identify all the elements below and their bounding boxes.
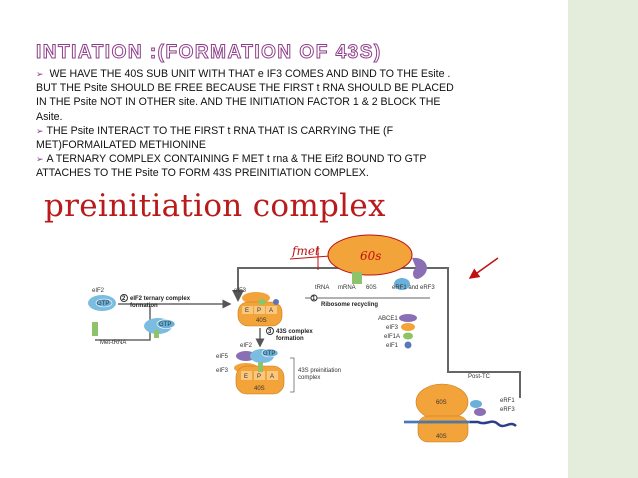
met-trna-shape	[92, 322, 98, 336]
ternary-trna	[154, 330, 159, 338]
trna-stalk	[352, 272, 362, 284]
eif1-factor	[404, 341, 412, 349]
abce1-label: ABCE1	[378, 316, 398, 322]
eif3-right-label: eIF3	[386, 325, 399, 331]
step-1-number: 1	[312, 296, 316, 302]
bullet-text-1: WE HAVE THE 40S SUB UNIT WITH THAT e IF3…	[36, 68, 454, 123]
60s-label: 60S	[366, 285, 377, 291]
a-site-complex-label: A	[270, 374, 274, 380]
gtp-complex	[261, 348, 279, 358]
step-2-text2: formation	[130, 303, 158, 309]
60s-post-tc-label: 60S	[436, 400, 447, 406]
a-site-top	[266, 306, 277, 314]
pre43s-label2: complex	[298, 375, 320, 381]
fmet-annotation: fmet	[291, 244, 320, 258]
step-1-marker	[310, 294, 318, 302]
side-stripe	[568, 0, 638, 478]
e-site-top	[242, 306, 253, 314]
60s-subunit-top	[327, 234, 413, 276]
complex-trna	[258, 362, 263, 372]
bullet-arrow-icon: ➢	[36, 69, 44, 79]
erf-label: eRF1 and eRF3	[392, 285, 435, 291]
abce1-factor	[399, 314, 417, 322]
bullet-text-3: A TERNARY COMPLEX CONTAINING F MET t rna…	[36, 153, 427, 180]
pre43s-label: 43S preinitiation	[298, 368, 341, 374]
60s-annotation: 60s	[360, 249, 381, 263]
eif2-complex-label: eIF2	[240, 343, 253, 349]
bullet-item-3: ➢A TERNARY COMPLEX CONTAINING F MET t rn…	[36, 152, 456, 180]
eif3-top-label: eIF3	[234, 288, 247, 294]
eif1a-label: eIF1A	[384, 334, 400, 340]
erf3-post-tc	[474, 408, 486, 416]
erf1-post-tc-label: eRF1	[500, 398, 515, 404]
p-site-complex-label: P	[257, 374, 261, 380]
eif1a-factor	[403, 332, 413, 340]
40s-post-tc-label: 40S	[436, 434, 447, 440]
step-2-text: eIF2 ternary complex	[130, 296, 191, 302]
eif1-label: eIF1	[386, 343, 399, 349]
met-trna-label: Met-tRNA	[100, 340, 126, 346]
p-site-top-label: P	[257, 308, 261, 314]
trna-label: tRNA	[315, 285, 329, 291]
e-site-top-label: E	[245, 308, 249, 314]
e-site-complex	[241, 371, 252, 380]
gtp-complex-label: GTP	[263, 351, 275, 357]
bullet-text-2: THE Psite INTERACT TO THE FIRST t RNA TH…	[36, 124, 394, 152]
eif1-top	[273, 299, 279, 305]
step-1-text: Ribosome recycling	[321, 302, 378, 308]
step-3-text2: formation	[276, 336, 304, 342]
figure-heading: preinitiation complex	[44, 188, 386, 224]
a-site-complex	[267, 371, 278, 380]
erf-factor-purple	[412, 257, 427, 279]
e-site-complex-label: E	[244, 374, 248, 380]
bullet-list: ➢ WE HAVE THE 40S SUB UNIT WITH THAT e I…	[36, 67, 456, 181]
eif3-factor	[401, 323, 415, 331]
step-2-marker	[120, 294, 128, 302]
a-site-top-label: A	[269, 308, 273, 314]
fmet-underline	[289, 255, 331, 260]
eif1a-top	[258, 299, 266, 305]
met-path	[95, 306, 151, 341]
gtp-top-label: GTP	[97, 301, 109, 307]
erf1-post-tc	[470, 400, 482, 408]
step-3-number: 3	[268, 329, 272, 335]
step-3-text: 43S complex	[276, 329, 313, 335]
bullet-item-1: ➢ WE HAVE THE 40S SUB UNIT WITH THAT e I…	[36, 67, 456, 124]
return-path	[447, 348, 521, 398]
p-site-top	[254, 306, 265, 314]
gtp-ternary-label: GTP	[159, 322, 171, 328]
bullet-item-2: ➢THE Psite INTERACT TO THE FIRST t RNA T…	[36, 124, 456, 152]
mrna-strand	[404, 420, 517, 428]
40s-complex-label: 40S	[254, 386, 265, 392]
post-tc-label: Post-TC	[468, 374, 491, 380]
eif3-complex-label: eIF3	[216, 368, 229, 374]
p-site-complex	[254, 371, 265, 380]
bullet-arrow-icon: ➢	[36, 125, 44, 136]
step-3-marker	[266, 327, 274, 335]
bullet-arrow-icon: ➢	[36, 154, 44, 165]
pre43s-bracket	[290, 357, 295, 393]
gtp-top	[95, 298, 113, 308]
annotation-arrow	[468, 257, 499, 279]
step-2-number: 2	[122, 296, 126, 302]
gtp-ternary	[156, 319, 176, 329]
erf3-post-tc-label: eRF3	[500, 407, 515, 413]
eif2-label: eIF2	[92, 288, 105, 294]
40s-top-label: 40S	[256, 318, 267, 324]
erf-factor-blue	[394, 278, 410, 290]
mrna-label: mRNA	[338, 285, 356, 291]
eif5-label: eIF5	[216, 354, 229, 360]
slide-title: INTIATION :(FORMATION OF 43S)	[36, 42, 382, 64]
